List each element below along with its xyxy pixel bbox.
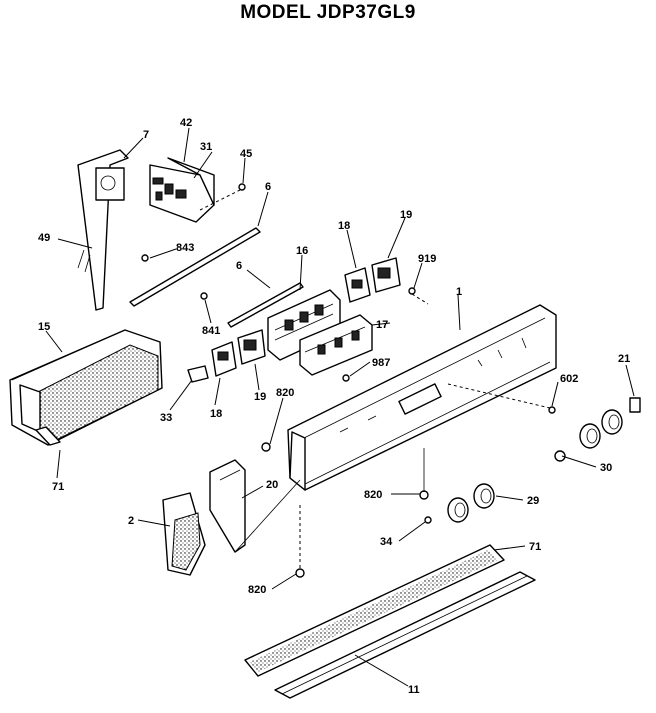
part-screw-841 <box>200 292 208 300</box>
callout-919: 919 <box>418 253 436 265</box>
callout-15: 15 <box>38 321 50 333</box>
callout-19-lower: 19 <box>254 391 266 403</box>
part-screw-843 <box>141 254 149 262</box>
callout-11: 11 <box>408 684 420 696</box>
part-switch-18-lower <box>211 341 237 377</box>
part-knobs-right <box>554 409 623 462</box>
part-knob-21 <box>629 397 641 413</box>
callout-71-bottom: 71 <box>529 541 541 553</box>
callout-20: 20 <box>266 479 278 491</box>
part-trim-71-left <box>35 426 61 446</box>
part-rail-11 <box>274 571 536 699</box>
part-switch-18-upper <box>344 267 371 303</box>
part-endcap-2 <box>162 492 206 576</box>
callout-33: 33 <box>160 412 172 424</box>
callout-31: 31 <box>200 141 212 153</box>
part-circuit-board-31 <box>149 157 241 223</box>
part-control-panel-1 <box>287 304 557 491</box>
part-screw-919 <box>408 287 429 305</box>
callout-34: 34 <box>380 536 393 548</box>
callout-29: 29 <box>527 495 539 507</box>
callout-labels: 7 42 31 45 6 49 843 6 16 18 19 919 1 15 … <box>38 117 630 696</box>
part-bracket-20 <box>209 459 301 553</box>
callout-45: 45 <box>240 148 252 160</box>
callout-2: 2 <box>128 515 134 527</box>
callout-820-bottom: 820 <box>248 584 266 596</box>
part-clip-33 <box>187 365 209 383</box>
part-screw-45 <box>238 183 246 191</box>
callout-820-middle: 820 <box>364 489 382 501</box>
callout-49: 49 <box>38 232 50 244</box>
callout-987: 987 <box>372 357 390 369</box>
part-bracket-15 <box>9 329 163 446</box>
callout-16: 16 <box>296 245 308 257</box>
callout-7: 7 <box>143 129 149 141</box>
part-screw-602 <box>447 383 556 414</box>
callout-820-top: 820 <box>276 387 294 399</box>
callout-18-upper: 18 <box>338 220 350 232</box>
part-trim-71-bottom <box>244 544 505 677</box>
part-rod-6-upper <box>129 227 261 307</box>
callout-19-upper: 19 <box>400 209 412 221</box>
part-bracket-49 <box>77 149 129 311</box>
part-switch-17 <box>299 314 373 376</box>
callout-6-upper: 6 <box>265 181 271 193</box>
part-switch-19-upper <box>371 257 401 293</box>
callout-30: 30 <box>600 462 612 474</box>
diagram-title: MODEL JDP37GL9 <box>240 2 416 23</box>
callout-841: 841 <box>202 325 220 337</box>
part-screws-820 <box>261 442 429 578</box>
callout-21: 21 <box>618 353 630 365</box>
callout-71-left: 71 <box>52 481 64 493</box>
callout-18-lower: 18 <box>210 408 222 420</box>
callout-42: 42 <box>180 117 192 129</box>
callout-1: 1 <box>456 286 462 298</box>
leader-lines <box>45 127 635 687</box>
callout-843: 843 <box>176 242 194 254</box>
callout-6-lower: 6 <box>236 260 242 272</box>
callout-602: 602 <box>560 373 578 385</box>
callout-17: 17 <box>376 319 388 331</box>
part-rod-6-lower <box>227 282 304 328</box>
part-knobs-29 <box>447 483 495 523</box>
part-screw-34 <box>424 516 432 524</box>
part-screw-987 <box>342 374 350 382</box>
part-switch-19-lower <box>237 329 266 365</box>
